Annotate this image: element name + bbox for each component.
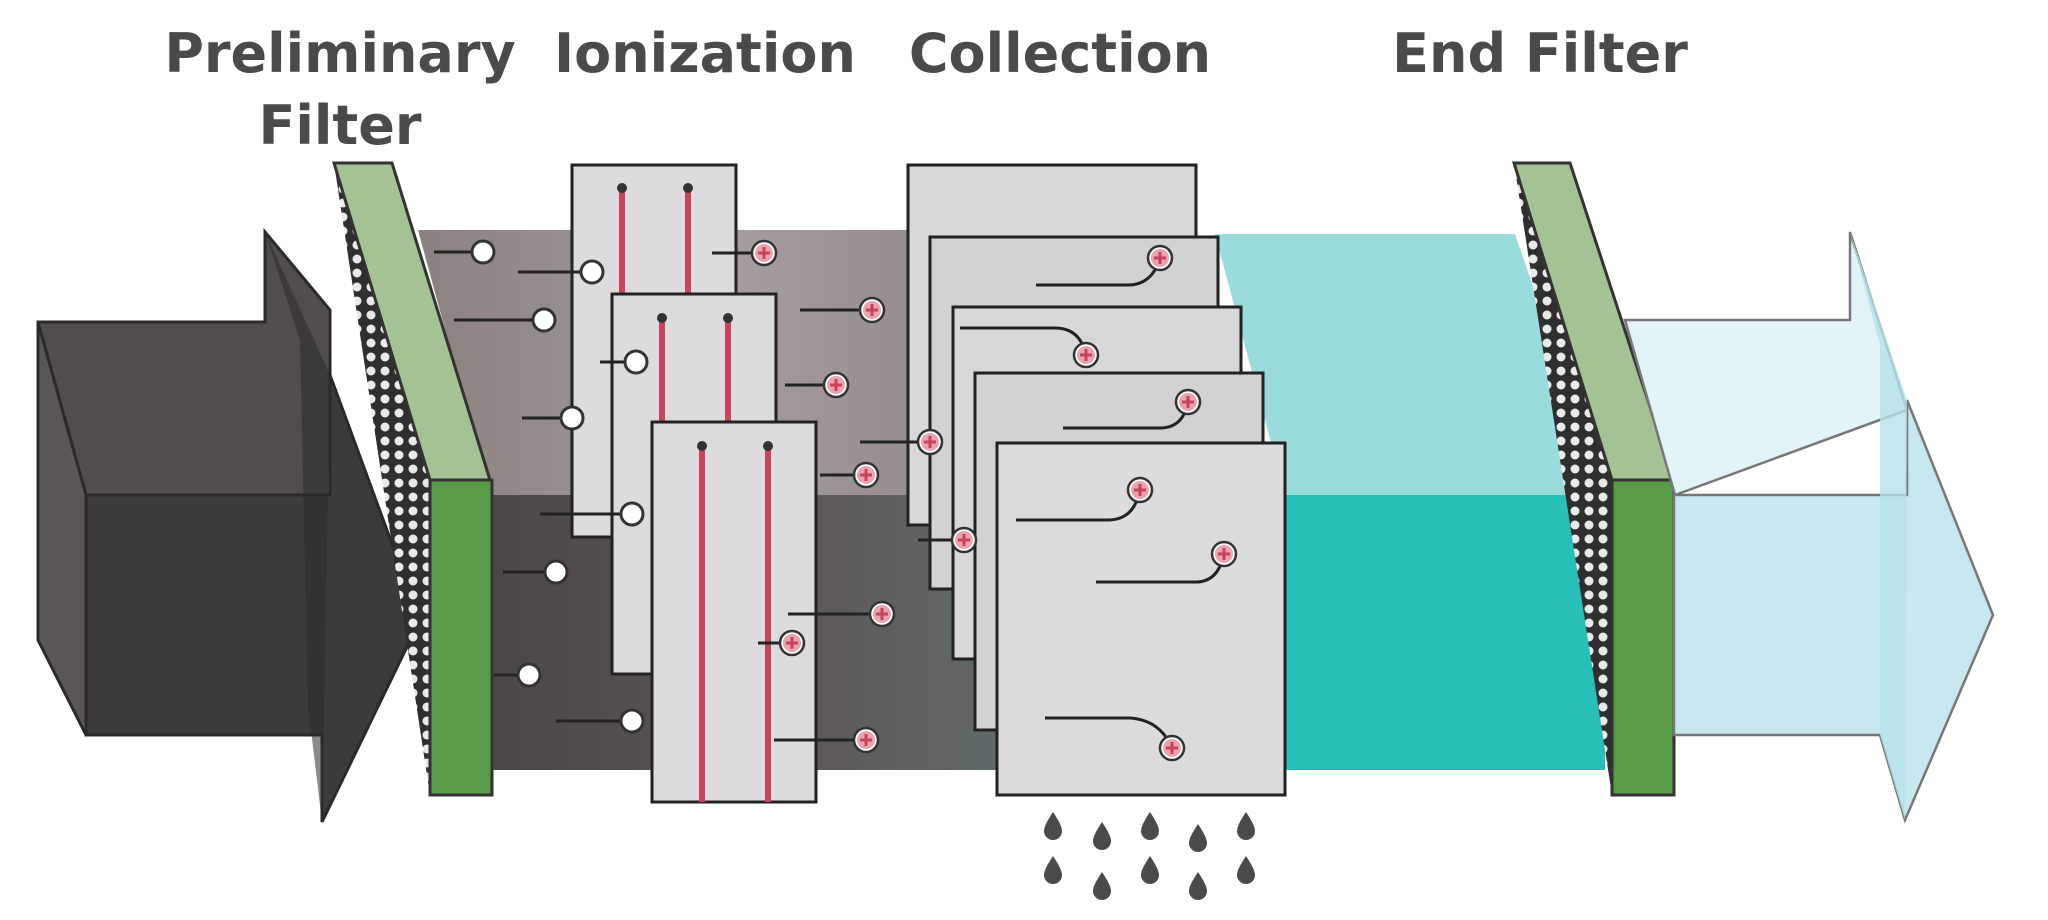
inlet-air-arrow (36, 227, 422, 823)
neutral-particle-icon (619, 708, 645, 734)
neutral-particle-icon (559, 405, 585, 431)
charged-particle-icon (1210, 540, 1238, 568)
droplet-icon (1237, 856, 1255, 884)
charged-particle-icon (778, 629, 806, 657)
neutral-particle-icon (470, 239, 496, 265)
droplet-icon (1044, 856, 1062, 884)
charged-particle-icon (1158, 734, 1186, 762)
ionizer-plate-3 (650, 420, 818, 804)
preliminary-filter-label-line2: Filter (258, 94, 422, 157)
ionization-label: Ionization (554, 22, 856, 85)
charged-particle-icon (868, 600, 896, 628)
neutral-particle-icon (623, 349, 649, 375)
preliminary-filter-label-line1: Preliminary (164, 22, 516, 85)
charged-particle-icon (750, 239, 778, 267)
droplet-icon (1141, 856, 1159, 884)
outlet-air-arrow (1623, 231, 1995, 824)
collected-droplets (1044, 812, 1255, 900)
charged-particle-icon (1126, 476, 1154, 504)
droplet-icon (1237, 812, 1255, 840)
charged-particle-icon (1072, 341, 1100, 369)
neutral-particle-icon (531, 307, 557, 333)
end-filter (1511, 161, 1677, 797)
charged-particle-icon (1174, 388, 1202, 416)
collection-label: Collection (908, 22, 1212, 85)
droplet-icon (1044, 812, 1062, 840)
charged-particle-icon (916, 428, 944, 456)
droplet-icon (1093, 872, 1111, 900)
end-filter-label: End Filter (1392, 22, 1688, 85)
preliminary-filter (331, 161, 494, 797)
charged-particle-icon (1146, 244, 1174, 272)
neutral-particle-icon (516, 662, 542, 688)
clean-air-duct (1215, 234, 1605, 770)
neutral-particle-icon (543, 559, 569, 585)
droplet-icon (1189, 824, 1207, 852)
charged-particle-icon (822, 371, 850, 399)
charged-particle-icon (852, 726, 880, 754)
neutral-particle-icon (619, 501, 645, 527)
droplet-icon (1093, 822, 1111, 850)
charged-particle-icon (852, 461, 880, 489)
preliminary-filter-label: Preliminary Filter (150, 18, 530, 162)
charged-particle-icon (858, 296, 886, 324)
charged-particle-icon (950, 526, 978, 554)
neutral-particle-icon (579, 259, 605, 285)
droplet-icon (1189, 872, 1207, 900)
droplet-icon (1141, 812, 1159, 840)
